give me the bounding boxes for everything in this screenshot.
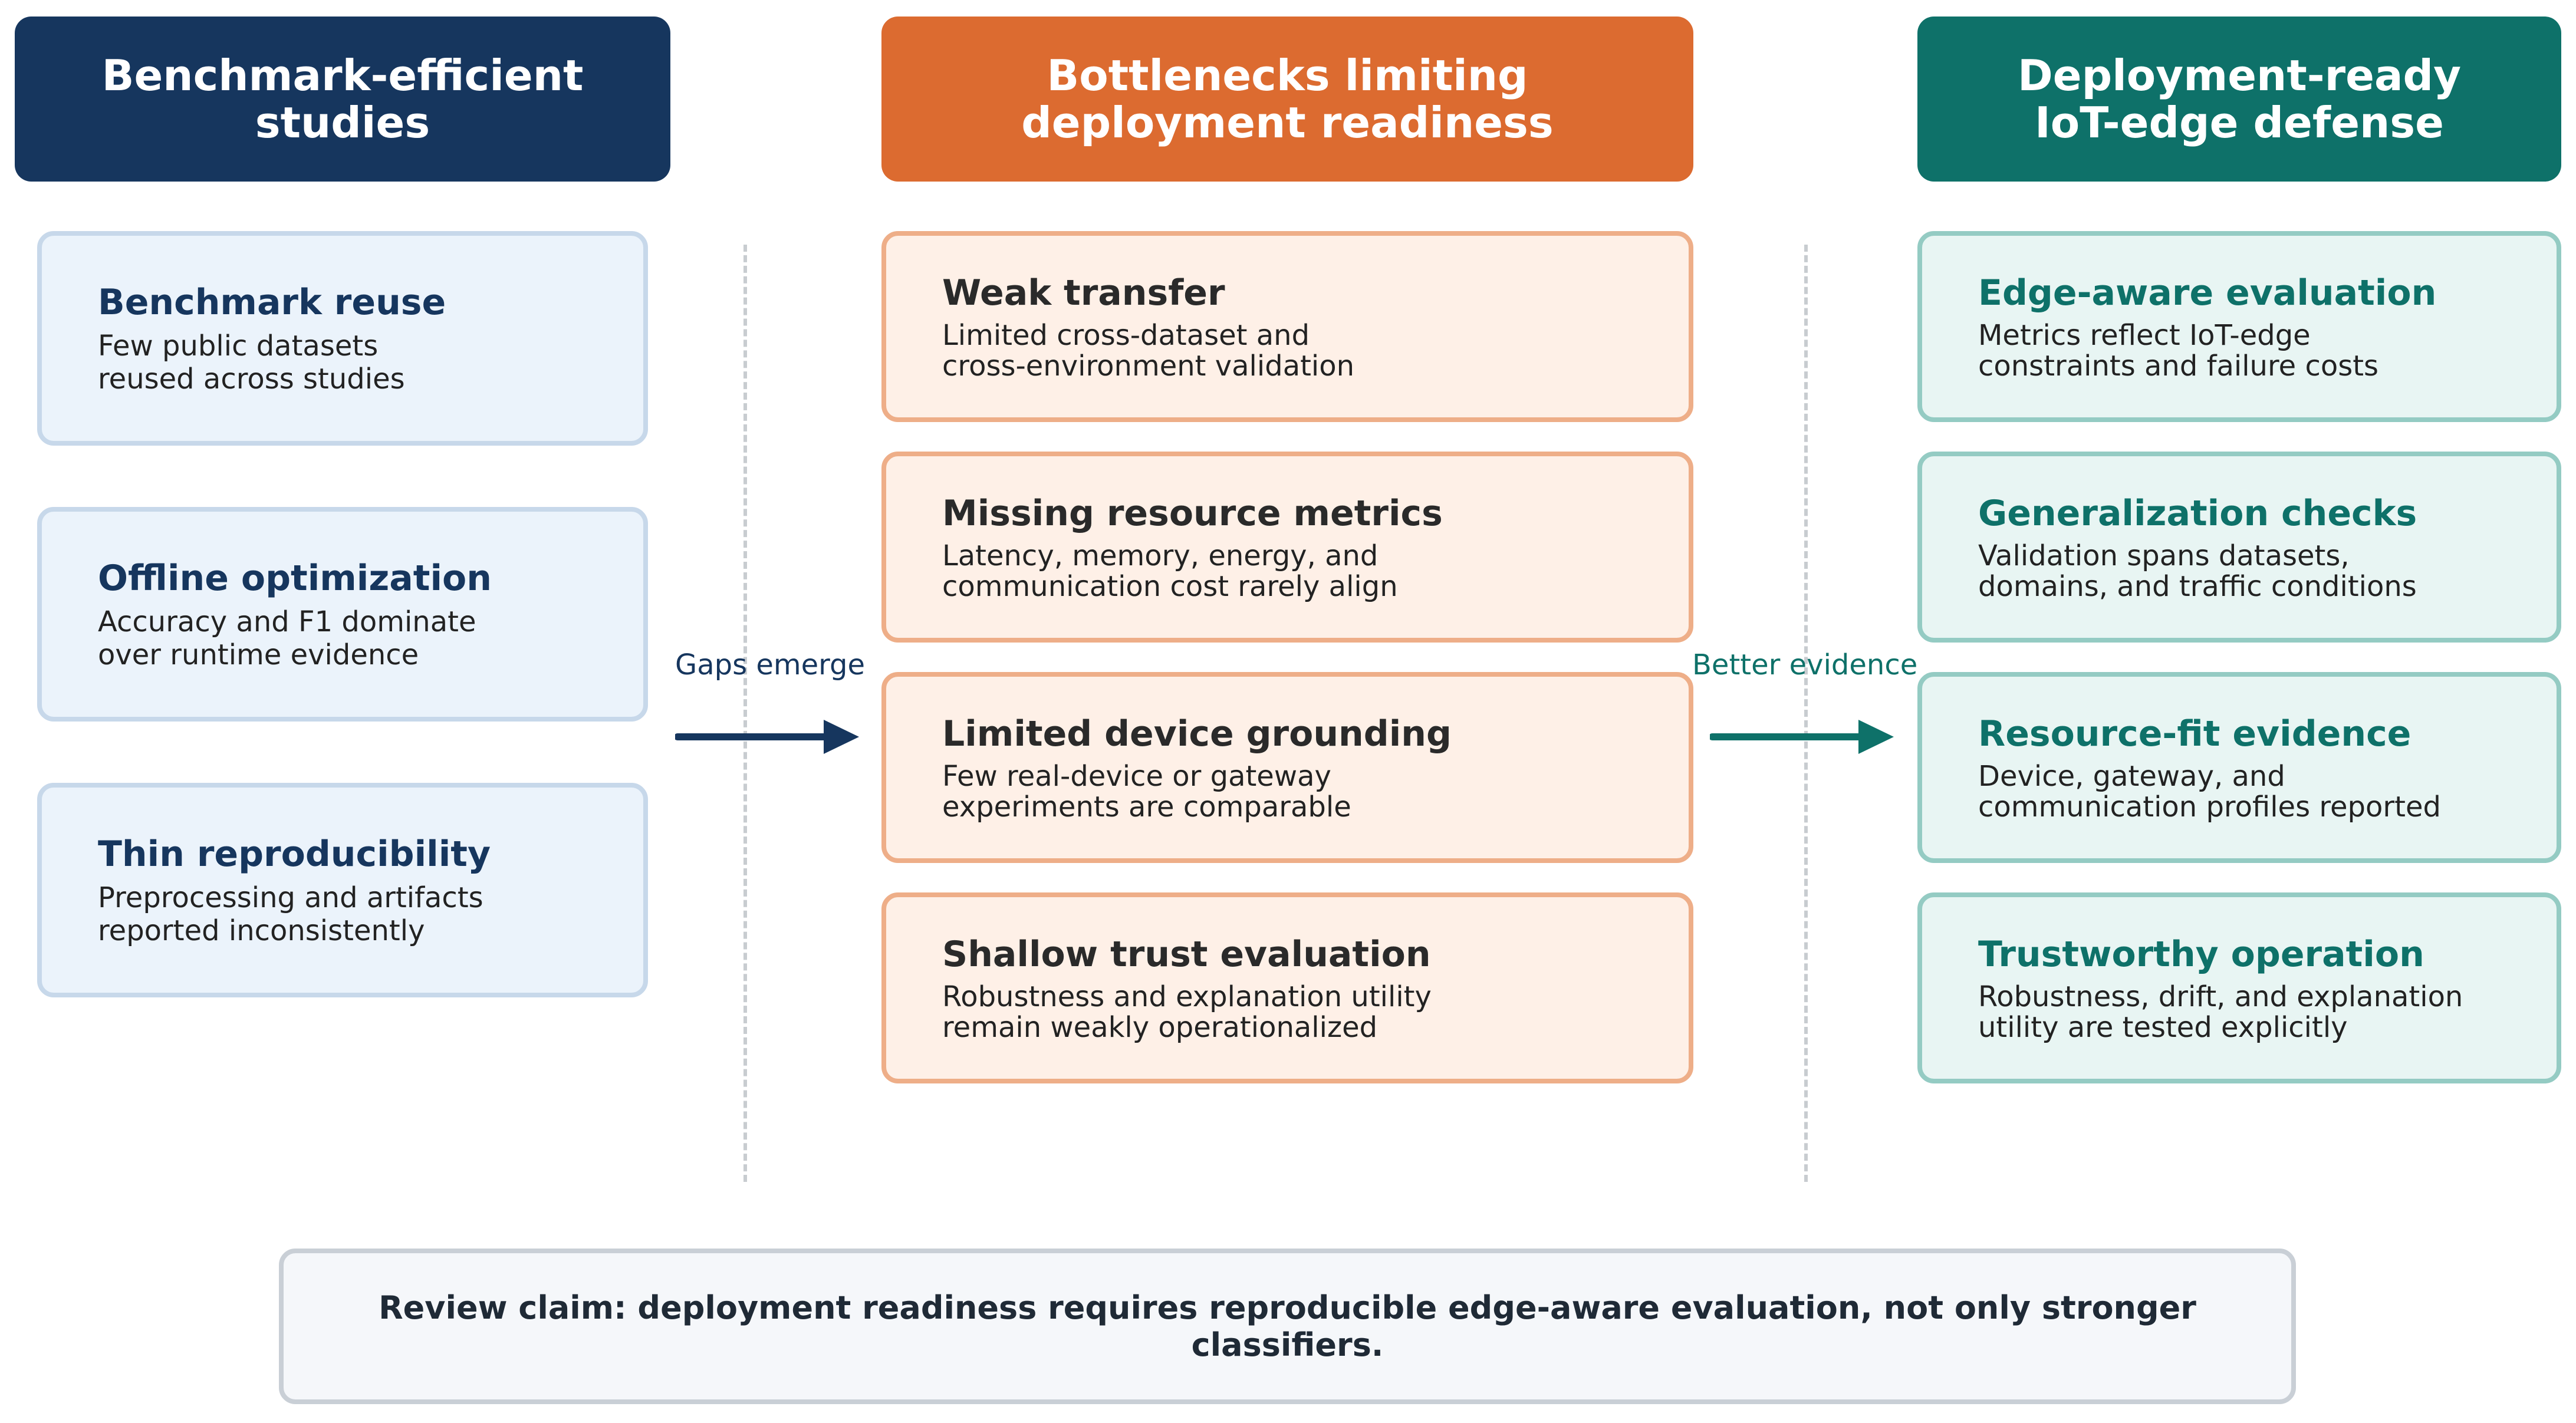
- card-title: Limited device grounding: [942, 713, 1452, 755]
- card-limited-device-grounding: Limited device grounding Few real-device…: [881, 672, 1693, 863]
- card-description: Robustness, drift, and explanation utili…: [1978, 980, 2463, 1044]
- card-title: Edge-aware evaluation: [1978, 272, 2437, 314]
- header-benchmark-efficient-studies: Benchmark-efficient studies: [15, 17, 670, 182]
- card-description: Robustness and explanation utility remai…: [942, 980, 1432, 1044]
- card-description: Accuracy and F1 dominate over runtime ev…: [98, 605, 476, 671]
- card-benchmark-reuse: Benchmark reuse Few public datasets reus…: [37, 231, 648, 446]
- card-description: Metrics reflect IoT-edge constraints and…: [1978, 319, 2379, 383]
- card-title: Missing resource metrics: [942, 493, 1443, 534]
- card-trustworthy-operation: Trustworthy operation Robustness, drift,…: [1917, 892, 2561, 1083]
- arrow-right-icon: [1710, 720, 1894, 754]
- card-title: Benchmark reuse: [98, 282, 446, 323]
- card-edge-aware-evaluation: Edge-aware evaluation Metrics reflect Io…: [1917, 231, 2561, 422]
- card-title: Trustworthy operation: [1978, 934, 2424, 975]
- card-missing-resource-metrics: Missing resource metrics Latency, memory…: [881, 452, 1693, 643]
- card-title: Thin reproducibility: [98, 834, 491, 875]
- card-title: Offline optimization: [98, 558, 492, 599]
- arrow-label-gaps-emerge: Gaps emerge: [675, 648, 866, 681]
- card-description: Validation spans datasets, domains, and …: [1978, 539, 2417, 603]
- card-shallow-trust-evaluation: Shallow trust evaluation Robustness and …: [881, 892, 1693, 1083]
- arrow-right-icon: [675, 720, 859, 754]
- card-title: Shallow trust evaluation: [942, 934, 1431, 975]
- card-description: Device, gateway, and communication profi…: [1978, 760, 2441, 824]
- card-title: Generalization checks: [1978, 493, 2417, 534]
- card-thin-reproducibility: Thin reproducibility Preprocessing and a…: [37, 783, 648, 997]
- card-description: Limited cross-dataset and cross-environm…: [942, 319, 1355, 383]
- arrow-label-better-evidence: Better evidence: [1692, 648, 1918, 681]
- card-generalization-checks: Generalization checks Validation spans d…: [1917, 452, 2561, 643]
- card-description: Latency, memory, energy, and communicati…: [942, 539, 1398, 603]
- card-title: Resource-fit evidence: [1978, 713, 2411, 755]
- card-weak-transfer: Weak transfer Limited cross-dataset and …: [881, 231, 1693, 422]
- header-bottlenecks: Bottlenecks limiting deployment readines…: [881, 17, 1693, 182]
- review-claim: Review claim: deployment readiness requi…: [279, 1249, 2296, 1404]
- header-deployment-ready: Deployment-ready IoT-edge defense: [1917, 17, 2561, 182]
- card-description: Preprocessing and artifacts reported inc…: [98, 881, 483, 947]
- card-description: Few public datasets reused across studie…: [98, 330, 405, 396]
- card-title: Weak transfer: [942, 272, 1225, 314]
- card-offline-optimization: Offline optimization Accuracy and F1 dom…: [37, 507, 648, 722]
- card-resource-fit-evidence: Resource-fit evidence Device, gateway, a…: [1917, 672, 2561, 863]
- divider-left: [743, 245, 747, 1182]
- divider-right: [1804, 245, 1808, 1182]
- card-description: Few real-device or gateway experiments a…: [942, 760, 1351, 824]
